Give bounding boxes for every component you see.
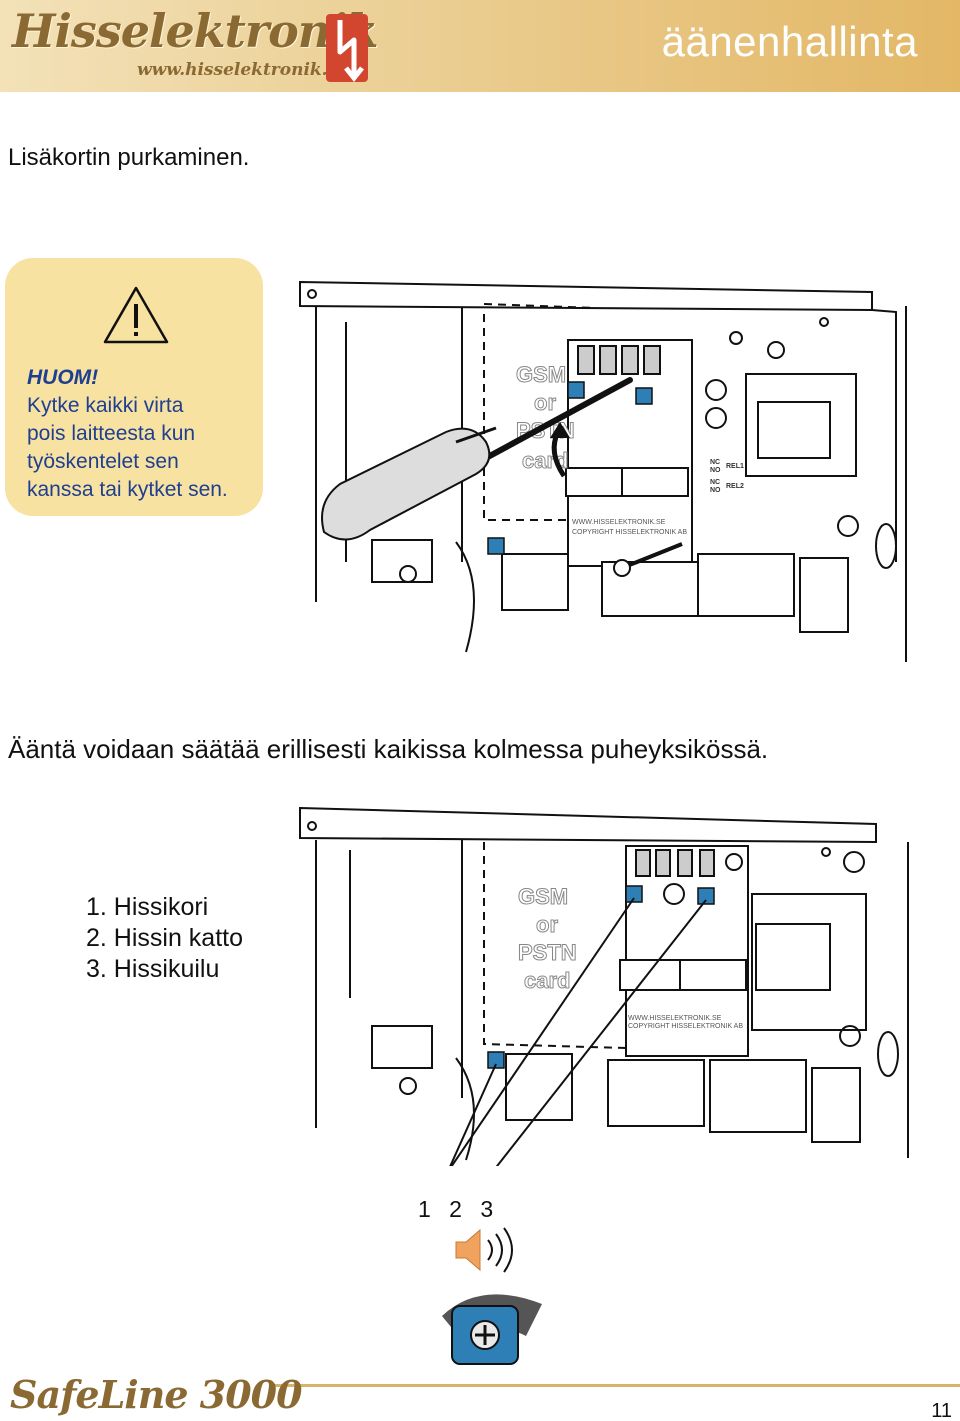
trimmer-adjust-icon	[442, 1294, 542, 1365]
card-label-line: card	[524, 968, 570, 993]
card-label-line: or	[536, 912, 558, 937]
list-item: 1. Hissikori	[86, 893, 209, 921]
trimmer-1	[625, 885, 643, 903]
speech-unit-list: 1. Hissikori 2. Hissin katto 3. Hissikui…	[86, 892, 243, 985]
warning-line: Kytke kaikki virta	[27, 394, 184, 417]
warning-line: kanssa tai kytket sen.	[27, 478, 228, 501]
hisselektronik-logo: Hisselektronik www.hisselektronik.se	[12, 4, 379, 88]
list-item: 2. Hissin katto	[86, 924, 244, 952]
card-label-line: GSM	[518, 884, 568, 909]
card-copyright-line: COPYRIGHT HISSELEKTRONIK AB	[628, 1023, 743, 1030]
warning-triangle-icon	[103, 286, 169, 344]
warning-text: Kytke kaikki virta pois laitteesta kun t…	[27, 392, 228, 504]
warning-heading: HUOM!	[27, 366, 99, 389]
trimmer-3	[487, 1051, 505, 1069]
relay-label: NC	[710, 479, 720, 486]
relay-label: NO	[710, 487, 721, 494]
brand-lightning-icon	[326, 14, 368, 83]
section-title-removal: Lisäkortin purkaminen.	[8, 144, 250, 171]
page-number: 11	[931, 1400, 952, 1421]
list-item: 3. Hissikuilu	[86, 955, 220, 983]
page-title: äänenhallinta	[661, 18, 918, 65]
warning-line: pois laitteesta kun	[27, 422, 196, 445]
volume-trimmers-illustration: GSM or PSTN card WWW.HISSELEKTRONIK.SE C…	[299, 806, 909, 1166]
unit-numbers: 1 2 3	[418, 1196, 494, 1222]
footer-brand: SafeLine 3000	[10, 1372, 303, 1417]
brand-url: www.hisselektronik.se	[137, 60, 348, 80]
card-label-line: or	[534, 390, 556, 415]
relay-label: NC	[710, 459, 720, 466]
relay-label: REL1	[726, 463, 744, 470]
board-removal-illustration: GSM or PSTN card WWW.HISSELEKTRONIK.SE C…	[299, 280, 907, 662]
card-copyright-line: COPYRIGHT HISSELEKTRONIK AB	[572, 529, 687, 536]
section-title-volume: Ääntä voidaan säätää erillisesti kaikiss…	[8, 734, 769, 764]
header-banner: Hisselektronik www.hisselektronik.se ään…	[0, 0, 960, 92]
screwdriver-icon	[321, 377, 633, 541]
safeline-logo: SafeLine 3000	[10, 1372, 303, 1417]
card-copyright-line: WWW.HISSELEKTRONIK.SE	[628, 1015, 722, 1022]
warning-box: HUOM! Kytke kaikki virta pois laitteesta…	[5, 258, 263, 516]
relay-label: NO	[710, 467, 721, 474]
footer-divider	[270, 1384, 960, 1387]
card-copyright-line: WWW.HISSELEKTRONIK.SE	[572, 519, 666, 526]
card-label-line: GSM	[516, 362, 566, 387]
speaker-volume-icon	[455, 1227, 513, 1273]
warning-line: työskentelet sen	[27, 450, 179, 473]
card-label-line: PSTN	[518, 940, 577, 965]
trimmer-2	[697, 887, 715, 905]
relay-label: REL2	[726, 483, 744, 490]
brand-name: Hisselektronik	[12, 4, 379, 58]
